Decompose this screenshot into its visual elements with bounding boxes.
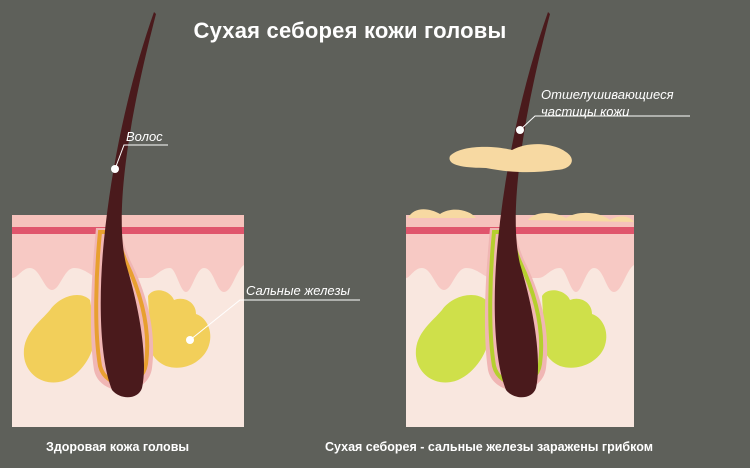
detached-flake [449,144,572,173]
surface-flake-1 [408,209,476,218]
infected-hair [494,12,550,398]
hair-label-line [114,144,168,170]
flakes-label-line [519,115,690,131]
infected-skin-stripe [406,227,634,234]
hair-label: Волос [126,129,163,144]
diagram-title: Сухая себорея кожи головы [193,18,507,43]
infected-caption: Сухая себорея - сальные железы заражены … [325,440,653,454]
infected-skin-section [406,12,690,427]
surface-flake-2 [528,212,634,222]
healthy-gland-right [148,290,211,368]
flakes-label-line1: Отшелушивающиеся [541,87,674,102]
glands-label: Сальные железы [246,283,351,298]
glands-label-line [189,299,360,341]
infected-gland-right [542,290,607,368]
healthy-skin-top-layer [12,215,244,227]
healthy-caption: Здоровая кожа головы [46,440,190,454]
healthy-skin-stripe [12,227,244,234]
flakes-label-line2: частицы кожи [541,104,630,119]
healthy-hair [100,12,156,398]
healthy-skin-section [12,12,360,427]
infected-gland-left [415,295,490,383]
healthy-gland-left [23,295,97,383]
